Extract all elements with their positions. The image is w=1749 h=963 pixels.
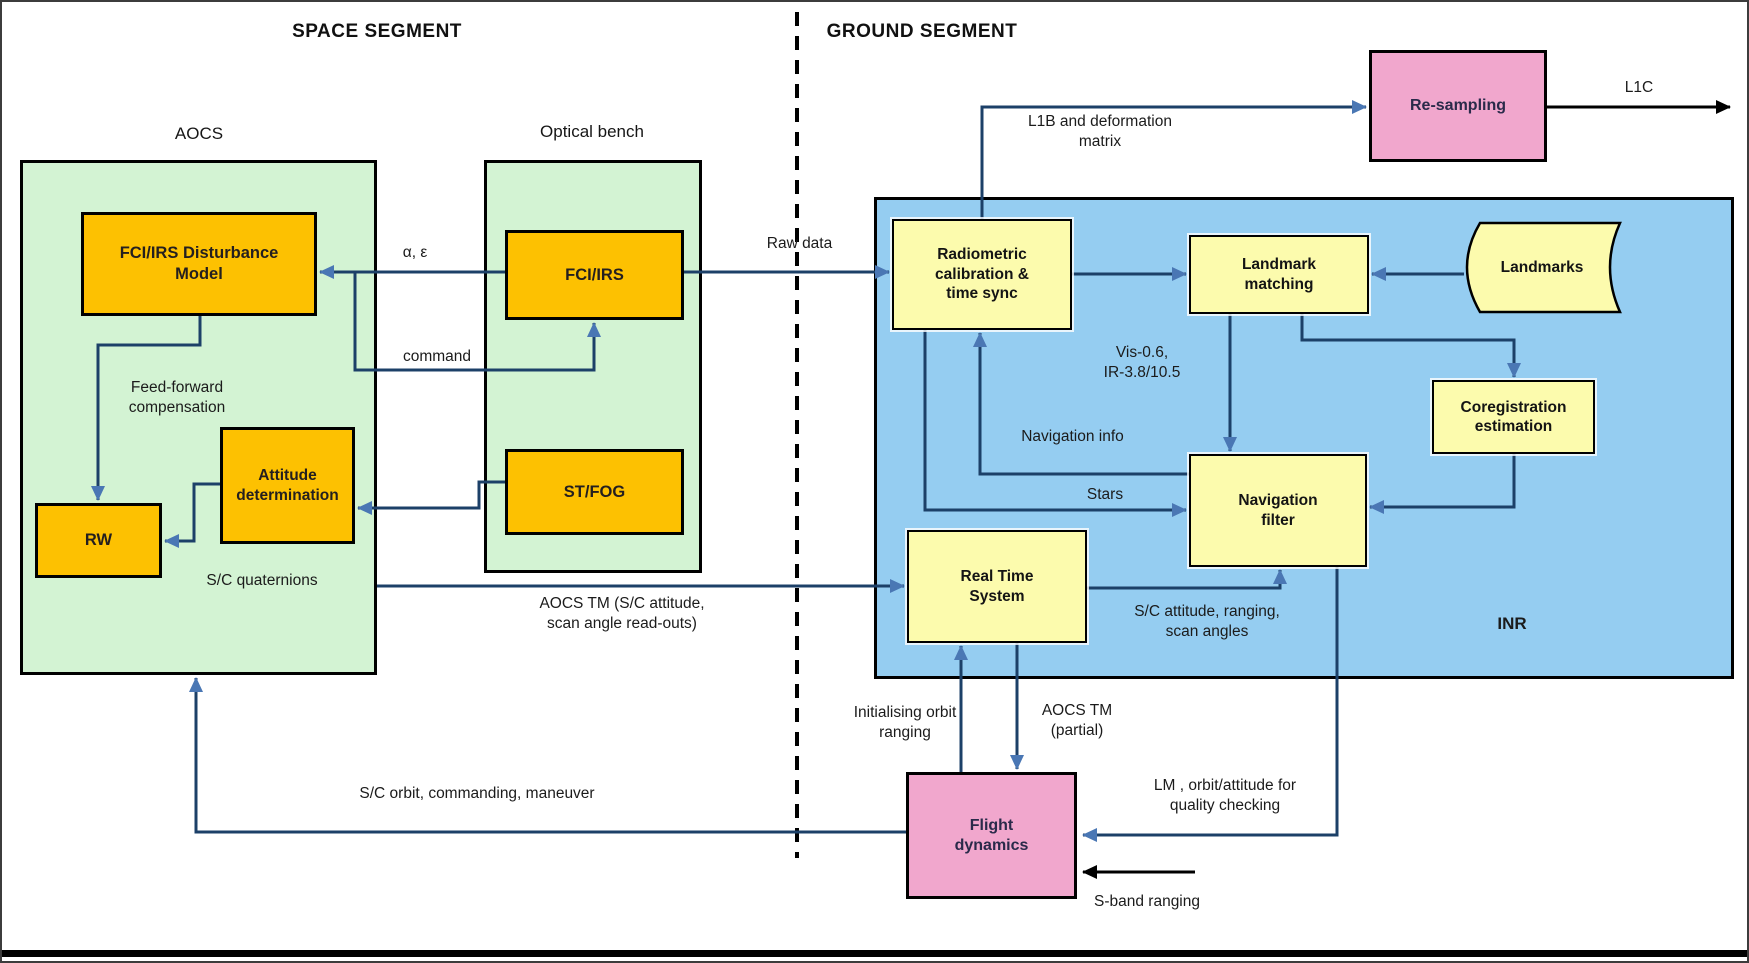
- flow-label-l1b: L1B and deformation matrix: [1028, 113, 1172, 151]
- arrow-landmark-to-coregistration: [1300, 314, 1521, 378]
- arrow-attitude-to-rw: [164, 482, 220, 548]
- flow-label-raw-data: Raw data: [766, 235, 833, 252]
- inr-label: INR: [1497, 614, 1527, 633]
- bottom-frame-bar: [2, 950, 1747, 957]
- st-fog-box: ST/FOG: [505, 449, 684, 535]
- flow-label-sc-quaternions: S/C quaternions: [206, 572, 318, 589]
- arrow-rts-to-navfilter: [1087, 569, 1287, 590]
- flow-label-sc-attitude: S/C attitude, ranging, scan angles: [1134, 603, 1280, 641]
- space-segment-title: SPACE SEGMENT: [292, 21, 462, 42]
- navigation-filter-box: Navigation filter: [1189, 454, 1367, 567]
- flow-label-alpha-eps: α, ε: [402, 244, 428, 261]
- attitude-determination-box: Attitude determination: [220, 427, 355, 544]
- flow-label-feed-forward: Feed-forward compensation: [128, 379, 226, 417]
- flow-label-l1c: L1C: [1624, 79, 1654, 96]
- rw-box: RW: [35, 503, 162, 578]
- arrow-navigation-info: [973, 332, 1189, 476]
- flow-label-sc-orbit: S/C orbit, commanding, maneuver: [359, 785, 595, 802]
- flow-label-stars: Stars: [1086, 486, 1124, 503]
- landmarks-datastore-label: Landmarks: [1500, 259, 1584, 276]
- arrow-sc-orbit-to-aocs: [189, 677, 906, 834]
- arrow-stars: [923, 330, 1187, 517]
- real-time-system-box: Real Time System: [907, 530, 1087, 643]
- flight-dynamics-box: Flight dynamics: [906, 772, 1077, 899]
- resampling-box: Re-sampling: [1369, 50, 1547, 162]
- fci-irs-disturbance-model-box: FCI/IRS Disturbance Model: [81, 212, 317, 316]
- flow-label-command: command: [402, 348, 472, 365]
- arrow-lm-orbit-to-flight-dynamics: [1082, 567, 1339, 842]
- landmark-matching-box: Landmark matching: [1189, 235, 1369, 314]
- flow-label-init-orbit: Initialising orbit ranging: [853, 704, 957, 742]
- arrow-feed-forward: [91, 316, 202, 501]
- coregistration-estimation-box: Coregistration estimation: [1432, 380, 1595, 454]
- optical-bench-group-label: Optical bench: [540, 122, 644, 141]
- aocs-group-label: AOCS: [174, 124, 224, 143]
- flow-label-vis-ir: Vis-0.6, IR-3.8/10.5: [1103, 344, 1181, 382]
- fci-irs-box: FCI/IRS: [505, 230, 684, 320]
- flow-label-s-band: S-band ranging: [1094, 893, 1200, 910]
- ground-segment-title: GROUND SEGMENT: [826, 21, 1018, 42]
- arrow-l1b-to-resampling: [980, 100, 1367, 219]
- flow-label-lm-orbit: LM , orbit/attitude for quality checking: [1153, 777, 1297, 815]
- flow-label-navigation-info: Navigation info: [1021, 428, 1124, 445]
- arrow-coregistration-to-navfilter: [1369, 454, 1516, 514]
- landmarks-datastore-shape: [1465, 221, 1622, 314]
- flow-label-aocs-tm-partial: AOCS TM (partial): [1041, 702, 1113, 740]
- arrow-stfog-to-attitude: [357, 480, 505, 515]
- radiometric-calibration-box: Radiometric calibration & time sync: [892, 219, 1072, 330]
- flow-label-aocs-tm: AOCS TM (S/C attitude, scan angle read-o…: [539, 595, 705, 633]
- arrow-command: [353, 272, 601, 372]
